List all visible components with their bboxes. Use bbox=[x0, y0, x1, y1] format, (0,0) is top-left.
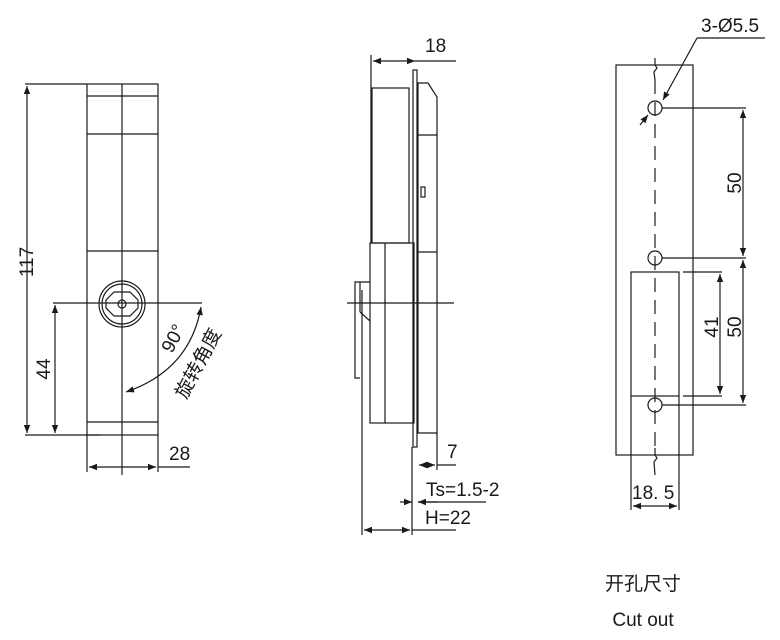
rotation-angle-label: 90° bbox=[158, 321, 190, 356]
dim-50-upper-label: 50 bbox=[725, 172, 746, 193]
dim-41-label: 41 bbox=[702, 316, 723, 337]
dim-18-5-label: 18. 5 bbox=[632, 483, 674, 504]
dim-50-lower-label: 50 bbox=[725, 316, 746, 337]
dim-117-label: 117 bbox=[17, 247, 38, 277]
rotation-arc bbox=[125, 306, 203, 393]
hole-spec-label: 3-Ø5.5 bbox=[701, 16, 759, 37]
dim-44-label: 44 bbox=[34, 358, 55, 380]
cutout-title-en: Cut out bbox=[612, 610, 674, 631]
dim-28-label: 28 bbox=[169, 444, 190, 465]
slot-cutout bbox=[630, 271, 680, 397]
dim-ts-label: Ts=1.5-2 bbox=[426, 480, 499, 501]
front-view: 117 44 28 90° 旋转角度 bbox=[17, 83, 226, 475]
cutout-title-cn: 开孔尺寸 bbox=[605, 573, 681, 595]
dim-h-label: H=22 bbox=[425, 508, 471, 529]
key-cylinder-icon bbox=[98, 280, 146, 328]
dim-18-label: 18 bbox=[425, 36, 446, 57]
side-view: 18 7 Ts=1.5-2 H=22 bbox=[347, 36, 499, 535]
hole-leader bbox=[662, 37, 698, 101]
dim-7-label: 7 bbox=[447, 442, 458, 463]
panel-plate bbox=[412, 69, 418, 448]
cutout-view: 18. 5 50 50 41 3-Ø5.5 开孔尺寸 Cut out bbox=[605, 16, 765, 631]
